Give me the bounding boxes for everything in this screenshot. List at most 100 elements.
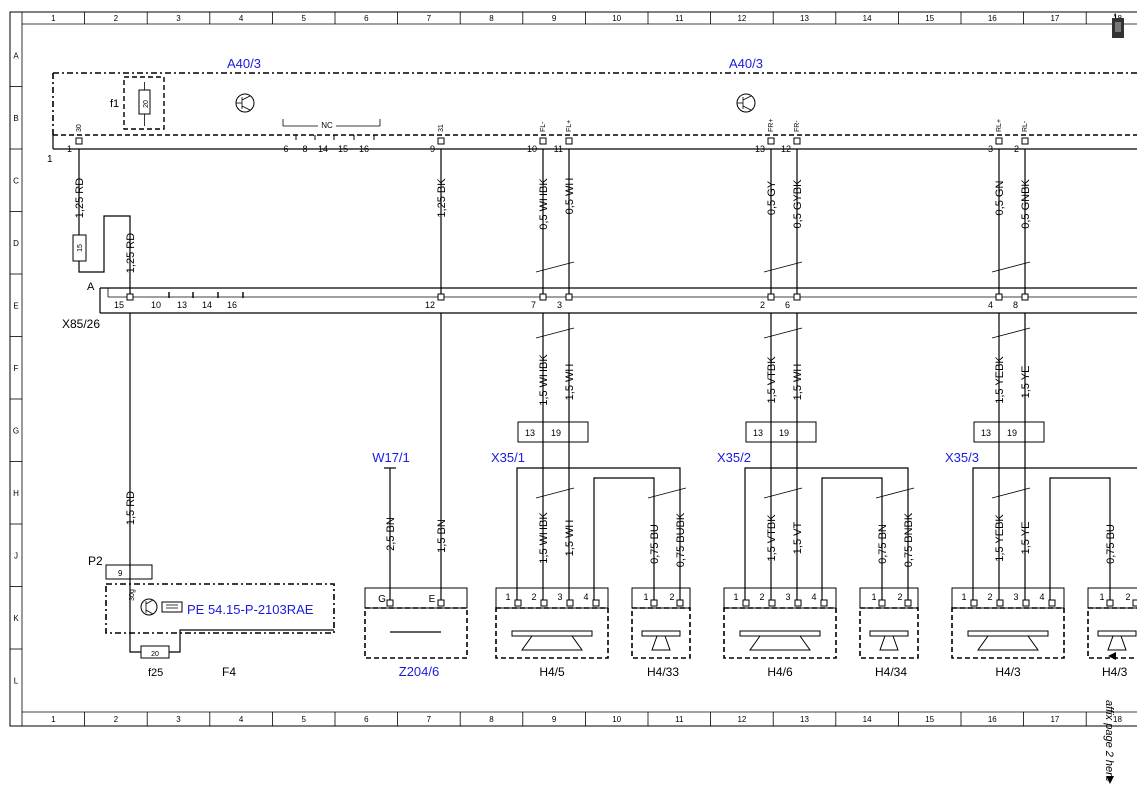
tweeter-housing xyxy=(1087,607,1137,659)
pin-label: 9 xyxy=(118,569,123,578)
grid-row-label: B xyxy=(13,114,18,123)
affix-note: affix page 2 here xyxy=(1103,700,1115,782)
pin-label: 13 xyxy=(753,428,763,438)
wire-label: 1,5 WH xyxy=(564,520,576,557)
speaker-pin-labels: 1 2 3 4 1 2 1 2 3 4 1 2 1 2 3 4 1 2 xyxy=(505,592,1130,602)
speaker-housing xyxy=(495,607,609,659)
pin-label: 12 xyxy=(425,300,435,310)
tweeter-cone-icon xyxy=(879,635,899,651)
signal-label: FL- xyxy=(540,121,547,132)
pin-label: 4 xyxy=(1039,592,1044,602)
component-label-h4-33: H4/33 xyxy=(647,665,679,679)
grid-column-label: 6 xyxy=(364,14,369,23)
wire-label: 0,5 GYBK xyxy=(792,179,804,229)
pin-label: 13 xyxy=(755,144,765,154)
pin-label: 6 xyxy=(283,144,288,154)
corner-logo-icon xyxy=(1112,18,1124,38)
grid-column-label: 2 xyxy=(114,14,119,23)
wire-label: 0,5 GNBK xyxy=(1020,179,1032,229)
pin-label: 10 xyxy=(527,144,537,154)
speaker-cone-icon xyxy=(749,635,811,651)
f4-module xyxy=(105,564,335,659)
pin-label: 19 xyxy=(551,428,561,438)
pin-label: 10 xyxy=(151,300,161,310)
pin-label: 15 xyxy=(338,144,348,154)
pin-label: 4 xyxy=(988,300,993,310)
pin-label: 1 xyxy=(733,592,738,602)
pin-label: 8 xyxy=(302,144,307,154)
a40-module-box xyxy=(52,72,1137,150)
z204-box xyxy=(364,587,468,659)
grid-column-label: 17 xyxy=(1050,715,1059,724)
wire-label: 0,75 BU xyxy=(1105,524,1117,564)
pin-label: 12 xyxy=(781,144,791,154)
pin-label: 1 xyxy=(1099,592,1104,602)
wire-label: 1,5 WHBK xyxy=(538,354,550,406)
grid-row-label: F xyxy=(14,364,19,373)
speaker-housing xyxy=(951,607,1065,659)
wire-label: 1,5 YE xyxy=(1020,522,1032,555)
speaker-connector xyxy=(951,587,1065,609)
nc-label: NC xyxy=(321,121,333,130)
reference-link[interactable]: PE 54.15-P-2103RAE xyxy=(187,602,314,617)
grid-column-label: 11 xyxy=(675,715,684,724)
grid-column-label: 5 xyxy=(301,14,306,23)
wire-label: 1,5 YE xyxy=(1020,366,1032,399)
component-label-x35-1: X35/1 xyxy=(491,450,525,465)
pin-label: 30g xyxy=(129,589,136,601)
wire-label: 1,5 WHBK xyxy=(538,512,550,564)
fuse-f25-rating: 20 xyxy=(151,651,159,658)
speaker-pin xyxy=(1022,599,1030,607)
tweeter-pin xyxy=(904,599,912,607)
grid-column-label: 4 xyxy=(239,715,244,724)
wire-label: 1,25 RD xyxy=(74,178,86,218)
pin-markers xyxy=(75,137,1029,301)
component-label-h4-cut: H4/3 xyxy=(1102,665,1128,679)
x85-connector-label: X85/26 xyxy=(62,317,100,331)
signal-label: FL+ xyxy=(566,120,573,132)
grid-column-label: 10 xyxy=(612,14,621,23)
tweeter-pin xyxy=(1132,599,1137,607)
grid-column-label: 6 xyxy=(364,715,369,724)
wire-label: 0,5 GN xyxy=(994,181,1006,216)
pin-label: 19 xyxy=(779,428,789,438)
tweeter-cone-icon xyxy=(1107,635,1127,651)
hand-pointer-icon xyxy=(161,601,183,613)
grid-column-label: 16 xyxy=(988,14,997,23)
pin-label: 19 xyxy=(1007,428,1017,438)
fuse-f1-rating: 20 xyxy=(143,100,150,108)
pin-label: 3 xyxy=(785,592,790,602)
pin-label: 2 xyxy=(897,592,902,602)
pin-label: E xyxy=(429,594,436,605)
pin-label: 4 xyxy=(583,592,588,602)
wire-label: 1,5 VTBK xyxy=(766,514,778,562)
grid-column-label: 1 xyxy=(51,715,56,724)
grid-column-label: 3 xyxy=(176,715,181,724)
side-number-top: 1 xyxy=(1113,12,1118,22)
wire-label: 1,5 WH xyxy=(792,364,804,401)
grid-column-label: 7 xyxy=(427,715,432,724)
fuse-internal-rating: 15 xyxy=(77,244,84,252)
signal-label: RL+ xyxy=(996,119,1003,132)
pin-label: 13 xyxy=(981,428,991,438)
pin-label: 3 xyxy=(1013,592,1018,602)
wire-label: 0,5 WHBK xyxy=(538,178,550,230)
grid-column-label: 15 xyxy=(925,715,934,724)
transistor-icon xyxy=(235,93,255,113)
x85-pin-ticks xyxy=(168,292,244,298)
grid-row-label: K xyxy=(13,614,19,623)
speaker-group xyxy=(495,587,1137,659)
grid-column-label: 16 xyxy=(988,715,997,724)
component-label-a40-right: A40/3 xyxy=(729,56,763,71)
speaker-icon xyxy=(739,630,821,637)
pin-label: 2 xyxy=(669,592,674,602)
wire-label: 1,25 BK xyxy=(436,178,448,218)
fuse-f1-label: f1 xyxy=(110,98,119,110)
pin-label: 1 xyxy=(961,592,966,602)
wire-label: 1,5 VT xyxy=(792,522,804,555)
wire-label: 0,75 BN xyxy=(877,524,889,564)
component-label-x35-3: X35/3 xyxy=(945,450,979,465)
grid-row-label: D xyxy=(13,239,19,248)
grid-column-label: 17 xyxy=(1050,14,1059,23)
x35-connector xyxy=(517,421,1045,443)
